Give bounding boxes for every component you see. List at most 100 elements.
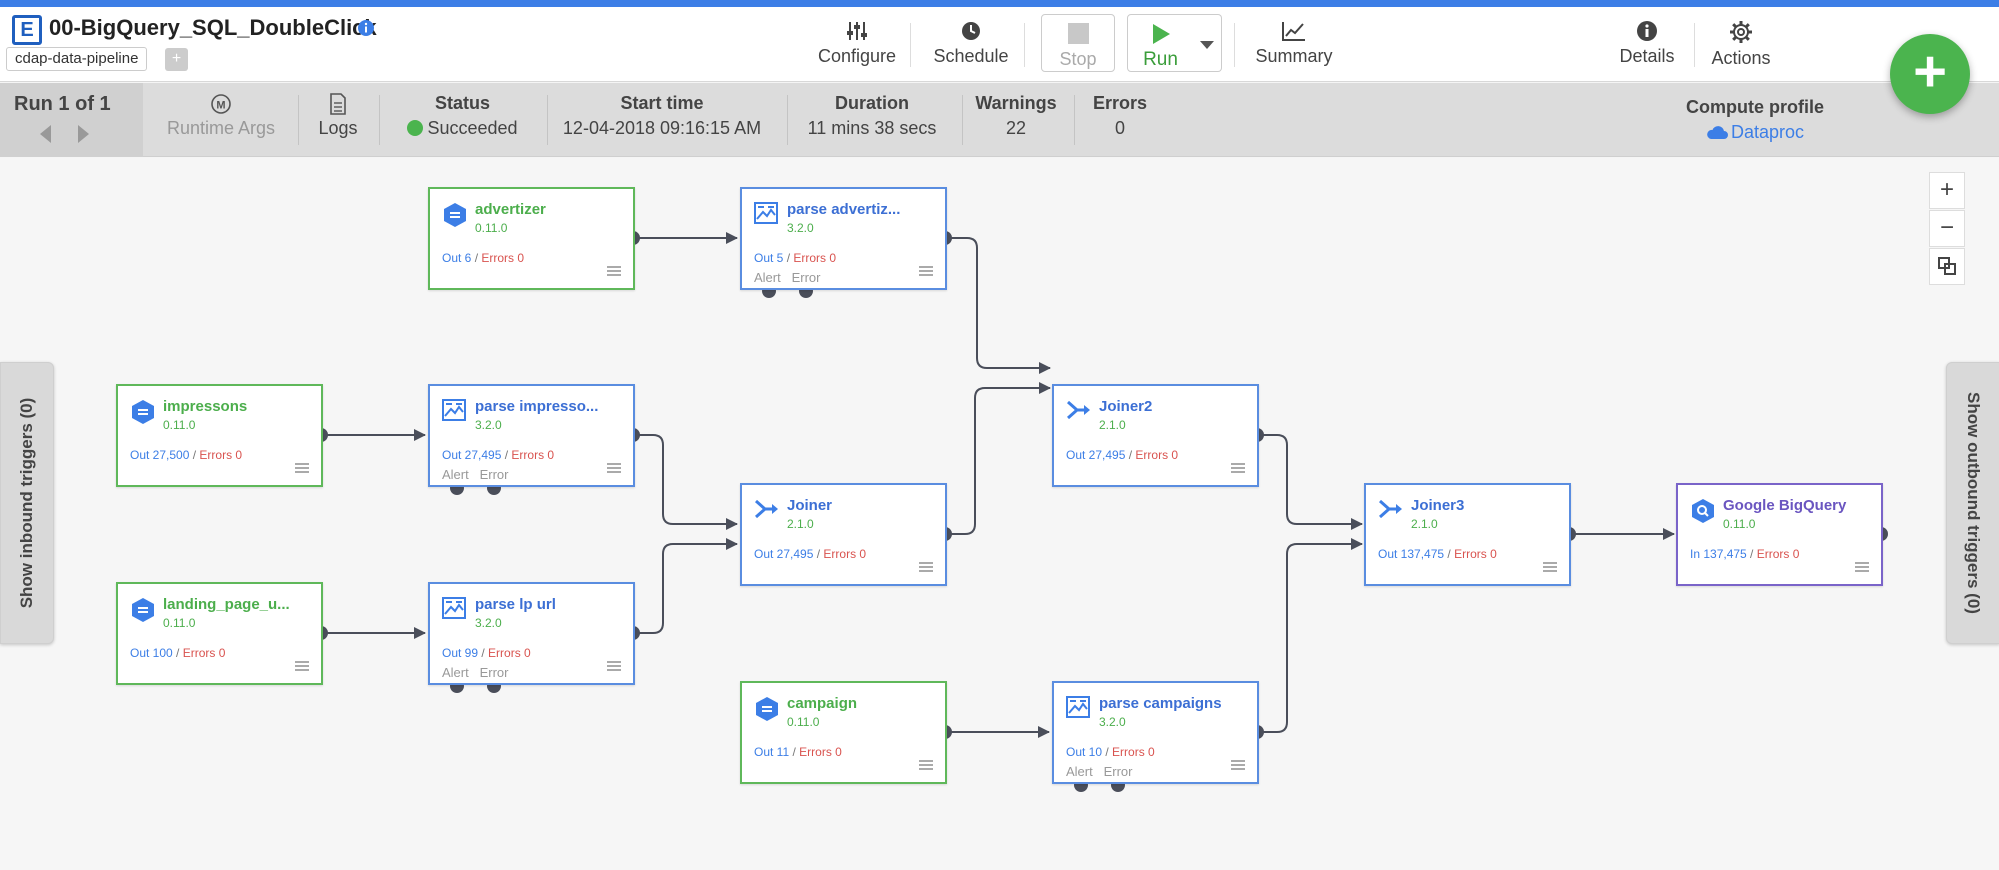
node-joiner3[interactable]: Joiner3 2.1.0 Out 137,475 / Errors 0	[1364, 483, 1571, 586]
document-icon	[308, 93, 368, 116]
bigquery-icon	[1692, 499, 1714, 523]
node-version: 0.11.0	[787, 715, 820, 729]
previous-run-arrow-icon[interactable]	[40, 125, 51, 143]
duration-value: 11 mins 38 secs	[807, 118, 937, 138]
node-records-out: Out 10	[1066, 745, 1103, 759]
runbar-divider	[1074, 95, 1075, 145]
node-menu-icon[interactable]	[607, 661, 621, 671]
node-name: parse lp url	[475, 596, 556, 613]
zoom-out-button[interactable]: −	[1929, 210, 1965, 247]
node-records-out: Out 27,495	[1066, 448, 1126, 462]
zoom-in-button[interactable]: +	[1929, 172, 1965, 209]
compute-profile-link[interactable]: Dataproc	[1674, 122, 1836, 143]
node-google-bigquery[interactable]: Google BigQuery 0.11.0 In 137,475 / Erro…	[1676, 483, 1883, 586]
node-landing-page[interactable]: landing_page_u... 0.11.0 Out 100 / Error…	[116, 582, 323, 685]
logs-label: Logs	[318, 118, 358, 138]
runbar-divider	[379, 95, 380, 145]
schedule-label: Schedule	[933, 46, 1009, 66]
node-menu-icon[interactable]	[919, 562, 933, 572]
summary-label: Summary	[1255, 46, 1333, 66]
cdap-logo-icon[interactable]: E	[12, 15, 42, 45]
runtime-args-button[interactable]: M Runtime Args	[163, 93, 279, 139]
node-errors: Errors 0	[1756, 547, 1800, 561]
runtime-args-icon: M	[163, 93, 279, 116]
details-label: Details	[1619, 46, 1675, 66]
node-version: 0.11.0	[163, 418, 196, 432]
database-source-icon	[132, 598, 154, 622]
node-menu-icon[interactable]	[1231, 760, 1245, 770]
run-count: Run 1 of 1	[14, 93, 111, 115]
toolbar-divider	[1024, 23, 1025, 67]
node-records-out: Out 27,495	[442, 448, 502, 462]
stop-button[interactable]: Stop	[1041, 14, 1115, 72]
info-icon[interactable]	[357, 19, 375, 42]
configure-button[interactable]: Configure	[814, 14, 900, 74]
node-menu-icon[interactable]	[1231, 463, 1245, 473]
fit-screen-icon	[1938, 257, 1956, 275]
node-menu-icon[interactable]	[607, 266, 621, 276]
alert-port-label: Alert	[442, 467, 469, 482]
error-port-label: Error	[479, 665, 509, 680]
sliders-icon	[847, 22, 867, 40]
node-parse-lp-url[interactable]: parse lp url 3.2.0 Out 99 / Errors 0 Ale…	[428, 582, 635, 685]
pipeline-header: E 00-BigQuery_SQL_DoubleClick cdap-data-…	[0, 7, 1999, 82]
node-parse-campaigns[interactable]: parse campaigns 3.2.0 Out 10 / Errors 0 …	[1052, 681, 1259, 784]
stop-icon	[1067, 23, 1089, 44]
node-advertizer[interactable]: advertizer 0.11.0 Out 6 / Errors 0	[428, 187, 635, 290]
node-records-out: Out 6	[442, 251, 472, 265]
next-run-arrow-icon[interactable]	[78, 125, 89, 143]
run-button[interactable]: Run	[1127, 14, 1194, 72]
add-pipeline-button[interactable]: +	[1890, 34, 1970, 114]
node-menu-icon[interactable]	[1855, 562, 1869, 572]
node-records-out: Out 27,495	[754, 547, 814, 561]
pipeline-canvas[interactable]: + − Show inbound triggers (0) Show outbo…	[0, 158, 1999, 870]
play-icon	[1152, 24, 1170, 44]
schedule-button[interactable]: Schedule	[928, 14, 1014, 74]
status-value: Succeeded	[427, 118, 518, 138]
show-inbound-triggers-tab[interactable]: Show inbound triggers (0)	[0, 362, 54, 644]
node-errors: Errors 0	[1454, 547, 1497, 561]
node-version: 2.1.0	[1411, 517, 1438, 531]
connection-joiner-to-joiner2	[945, 382, 1051, 535]
actions-button[interactable]: Actions	[1698, 14, 1784, 74]
compute-profile-label: Compute profile	[1686, 97, 1824, 117]
node-menu-icon[interactable]	[919, 760, 933, 770]
node-version: 0.11.0	[475, 221, 508, 235]
run-options-dropdown[interactable]	[1193, 14, 1222, 72]
show-outbound-triggers-tab[interactable]: Show outbound triggers (0)	[1946, 362, 1999, 644]
line-chart-icon	[1282, 22, 1305, 41]
node-menu-icon[interactable]	[919, 266, 933, 276]
node-version: 2.1.0	[1099, 418, 1126, 432]
info-circle-icon	[1637, 21, 1657, 41]
node-errors: Errors 0	[793, 251, 837, 265]
errors-field: Errors 0	[1080, 93, 1160, 139]
node-joiner[interactable]: Joiner 2.1.0 Out 27,495 / Errors 0	[740, 483, 947, 586]
node-impressons[interactable]: impressons 0.11.0 Out 27,500 / Errors 0	[116, 384, 323, 487]
node-menu-icon[interactable]	[1543, 562, 1557, 572]
logs-button[interactable]: Logs	[308, 93, 368, 139]
node-parse-advertizer[interactable]: parse advertiz... 3.2.0 Out 5 / Errors 0…	[740, 187, 947, 290]
node-joiner2[interactable]: Joiner2 2.1.0 Out 27,495 / Errors 0	[1052, 384, 1259, 487]
summary-button[interactable]: Summary	[1248, 14, 1340, 74]
node-menu-icon[interactable]	[607, 463, 621, 473]
node-errors: Errors 0	[1112, 745, 1155, 759]
add-tag-button[interactable]: +	[165, 48, 188, 71]
node-records-in: In 137,475	[1690, 547, 1747, 561]
cloud-icon	[1707, 126, 1728, 139]
toolbar-divider	[1694, 23, 1695, 67]
database-source-icon	[132, 400, 154, 424]
errors-value: 0	[1114, 118, 1125, 138]
clock-icon	[962, 22, 980, 40]
fit-to-screen-button[interactable]	[1929, 248, 1965, 285]
connection-parse-lp-to-joiner	[633, 538, 738, 634]
node-name: advertizer	[475, 201, 546, 218]
node-menu-icon[interactable]	[295, 463, 309, 473]
node-campaign[interactable]: campaign 0.11.0 Out 11 / Errors 0	[740, 681, 947, 784]
details-button[interactable]: Details	[1604, 14, 1690, 74]
namespace-badge[interactable]: cdap-data-pipeline	[6, 47, 148, 71]
database-source-icon	[756, 697, 778, 721]
node-parse-impressions[interactable]: parse impresso... 3.2.0 Out 27,495 / Err…	[428, 384, 635, 487]
stop-label: Stop	[1059, 49, 1097, 69]
duration-label: Duration	[835, 93, 909, 113]
node-menu-icon[interactable]	[295, 661, 309, 671]
